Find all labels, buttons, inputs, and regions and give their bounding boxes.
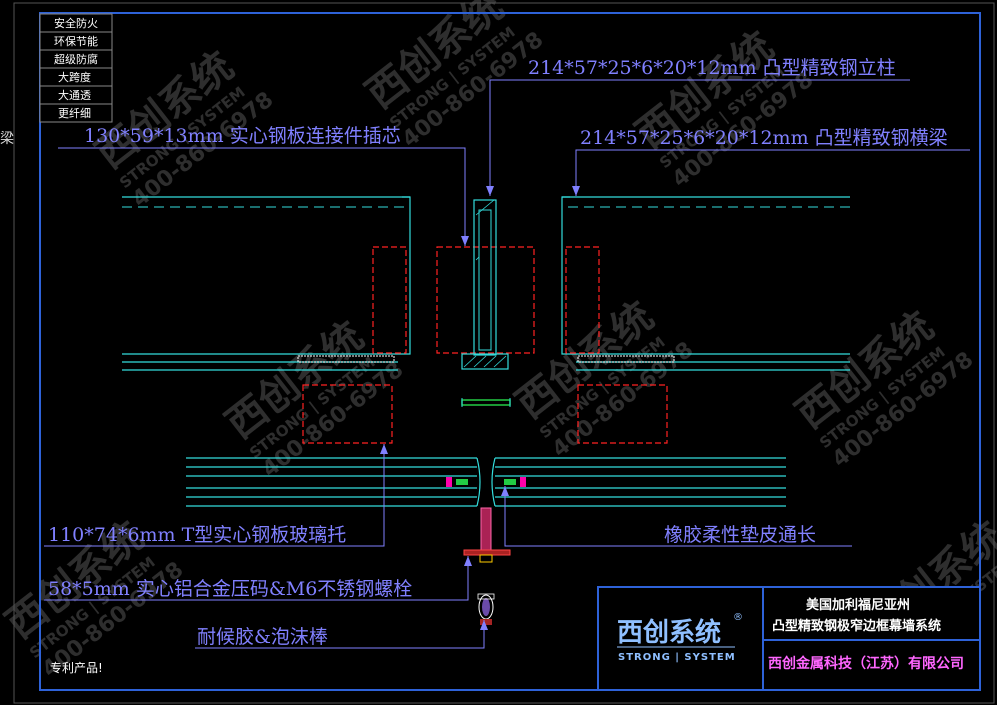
patent-note: 专利产品! — [50, 660, 103, 675]
callout-pressure-plate: 58*5mm 实心铝合金压码&M6不锈钢螺栓 — [44, 556, 472, 601]
right-transom-profile — [561, 196, 850, 371]
sheet-outer-border — [13, 2, 995, 704]
watermark: 西创系统 STRONG | SYSTEM 400-860-6978 — [788, 303, 978, 472]
pressure-plate-clip — [461, 398, 511, 407]
feature-item: 环保节能 — [54, 34, 98, 48]
left-insert-core-hidden — [372, 246, 407, 354]
brand-logo: 西创系统 ® STRONG | SYSTEM — [617, 612, 743, 663]
callout-sealant: 耐候胶&泡沫棒 — [195, 620, 488, 649]
feature-item: 大跨度 — [58, 70, 91, 84]
callout-label: 橡胶柔性垫皮通长 — [664, 524, 816, 546]
left-rubber-gasket — [446, 477, 452, 487]
callout-insert-core: 130*59*13mm 实心钢板连接件插芯 — [58, 125, 469, 246]
feature-table: 安全防火 环保节能 超级防腐 大跨度 大通透 更纤细 — [39, 13, 113, 123]
center-insert-core-hidden — [436, 246, 535, 354]
watermark: 西创系统 STRONG | SYSTEM 400-860-6978 — [628, 23, 818, 192]
left-glass-support-hidden — [302, 384, 393, 444]
sealant-foam-rod — [477, 593, 495, 625]
feature-item: 安全防火 — [54, 16, 98, 30]
callout-label: 214*57*25*6*20*12mm 凸型精致钢横梁 — [580, 127, 948, 149]
left-transom-profile — [122, 196, 411, 371]
callout-glass-support: 110*74*6mm T型实心钢板玻璃托 — [44, 444, 388, 547]
left-glass-panel — [186, 457, 481, 507]
m6-bolt — [463, 507, 511, 563]
title-block: 西创系统 ® STRONG | SYSTEM 美国加利福尼亚州 凸型精致钢极窄边… — [597, 586, 981, 691]
project-system-name: 凸型精致钢极窄边框幕墙系统 — [772, 618, 941, 634]
feature-item: 超级防腐 — [54, 52, 98, 66]
callout-label: 耐候胶&泡沫棒 — [197, 626, 328, 648]
watermark: 西创系统 STRONG | SYSTEM 400-860-6978 — [508, 293, 698, 462]
brand-tagline: STRONG | SYSTEM — [618, 652, 736, 663]
left-gasket-clip — [456, 479, 468, 485]
right-gasket-clip — [504, 479, 516, 485]
callout-label: 58*5mm 实心铝合金压码&M6不锈钢螺栓 — [48, 578, 412, 600]
drawing-frame — [39, 12, 981, 691]
registered-mark: ® — [733, 612, 743, 623]
callout-label: 130*59*13mm 实心钢板连接件插芯 — [84, 125, 401, 147]
right-insert-core-hidden — [565, 246, 600, 354]
mullion-profile — [461, 199, 509, 370]
brand-name: 西创系统 — [617, 617, 721, 648]
callout-rubber-pad: 橡胶柔性垫皮通长 — [501, 486, 852, 547]
right-glass-panel — [491, 457, 786, 507]
company-name: 西创金属科技（江苏）有限公司 — [768, 655, 964, 672]
right-glass-support-hidden — [577, 384, 668, 444]
callout-label: 110*74*6mm T型实心钢板玻璃托 — [48, 524, 346, 546]
feature-item: 大通透 — [58, 88, 91, 102]
side-char: 梁 — [0, 131, 14, 147]
section-drawing — [122, 196, 850, 625]
feature-item: 更纤细 — [58, 107, 91, 120]
watermark: 西创系统 STRONG | SYSTEM 400-860-6978 — [218, 313, 408, 482]
project-location: 美国加利福尼亚州 — [806, 597, 910, 613]
callout-mullion: 214*57*25*6*20*12mm 凸型精致钢立柱 — [486, 57, 910, 196]
right-rubber-gasket — [520, 477, 526, 487]
callout-transom: 214*57*25*6*20*12mm 凸型精致钢横梁 — [572, 127, 970, 196]
callout-label: 214*57*25*6*20*12mm 凸型精致钢立柱 — [528, 57, 896, 79]
